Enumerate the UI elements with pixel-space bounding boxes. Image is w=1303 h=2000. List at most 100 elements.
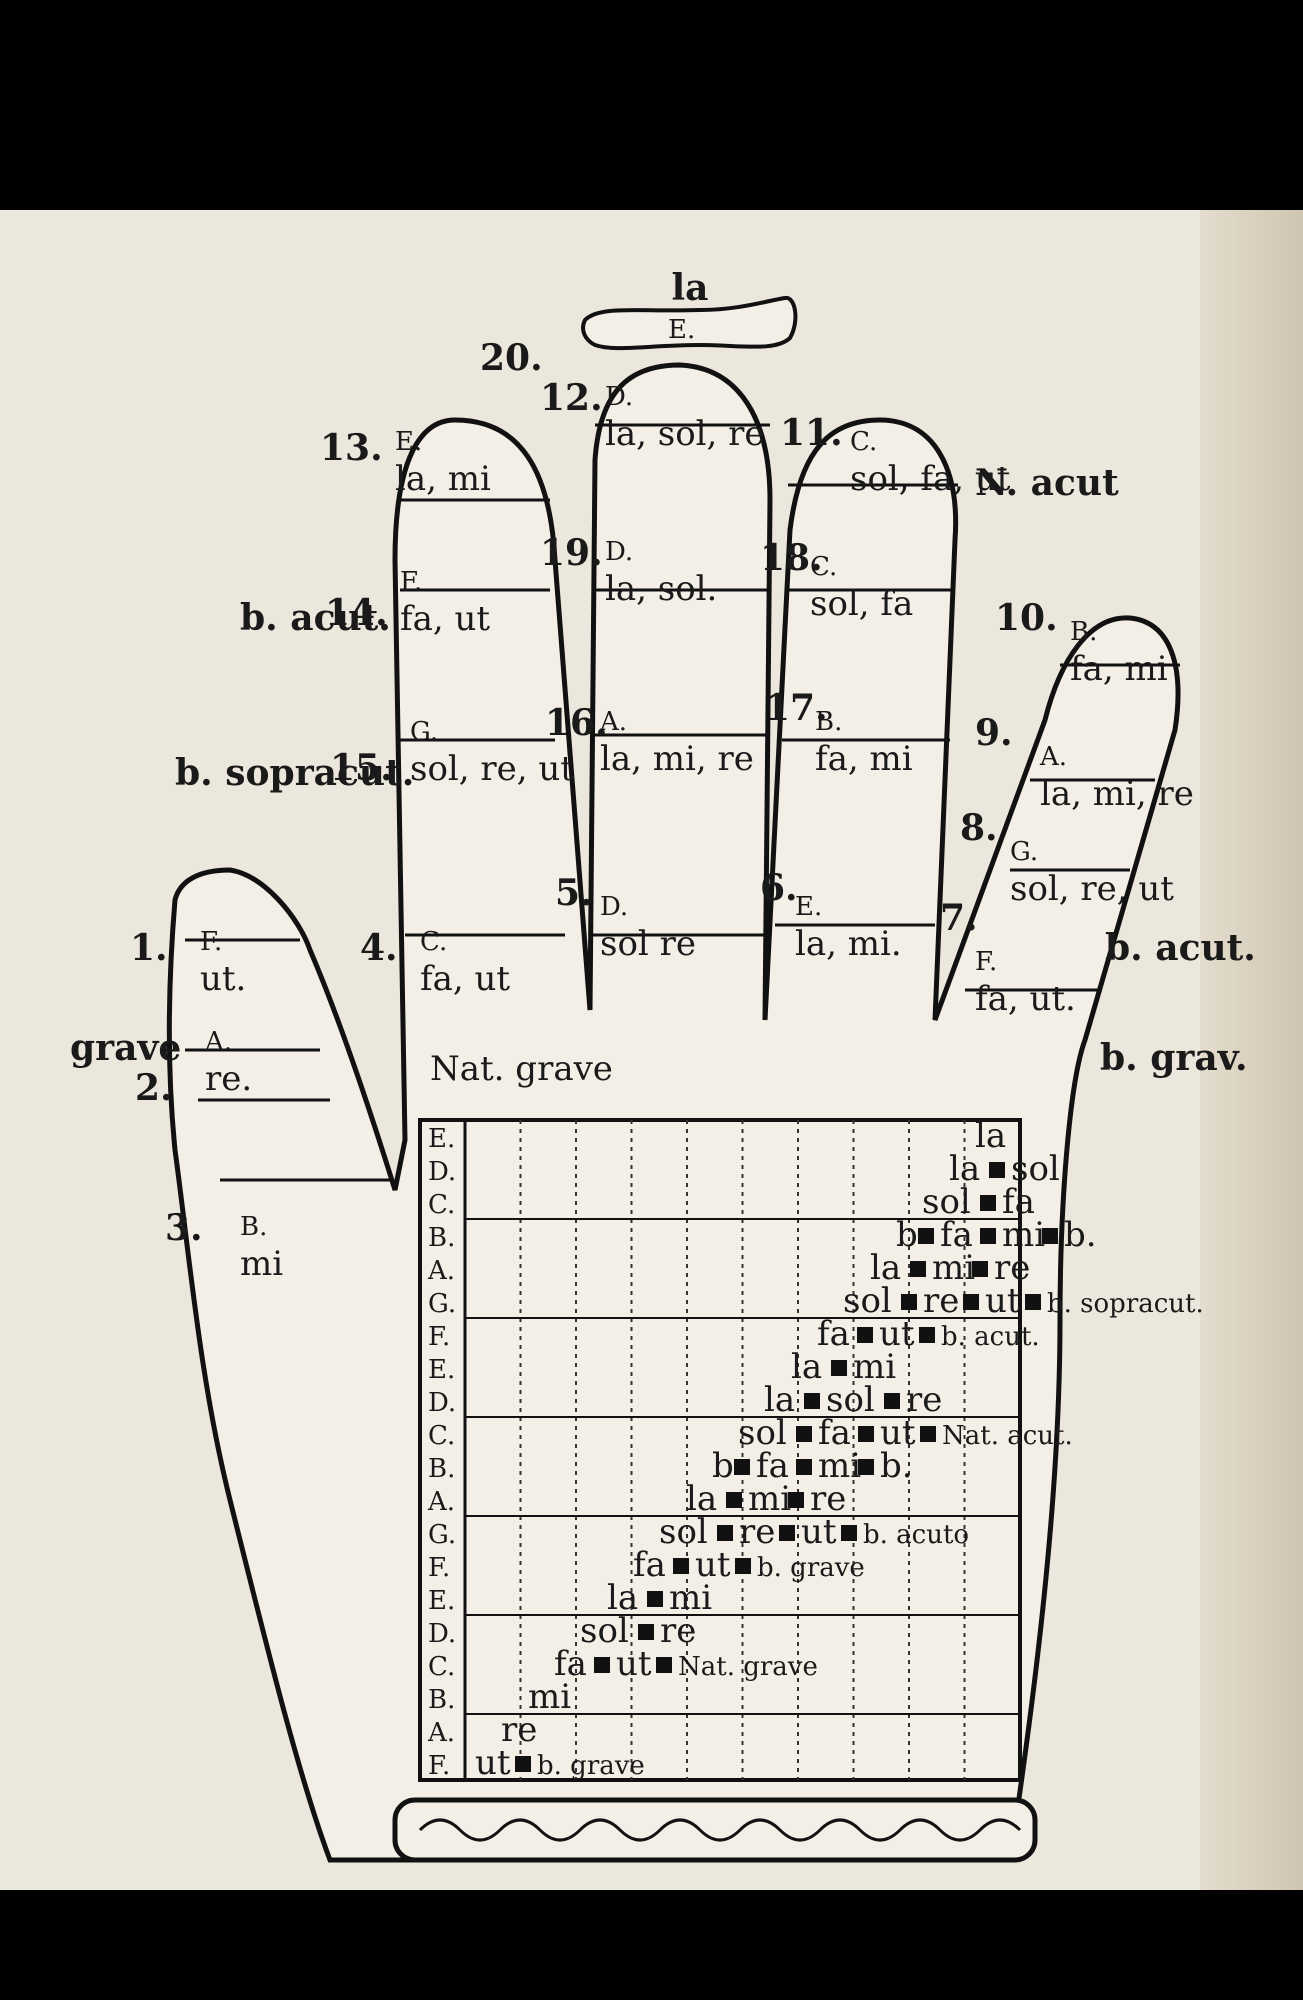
finger-number-index-14: 14. — [325, 592, 388, 634]
table-square — [910, 1261, 926, 1277]
table-syllable: fa — [1002, 1182, 1035, 1222]
table-square — [796, 1459, 812, 1475]
finger-syllables-middle-19: la, sol. — [605, 569, 717, 609]
table-square — [796, 1426, 812, 1442]
table-square — [989, 1162, 1005, 1178]
finger-number-index-13: 13. — [320, 427, 383, 469]
table-square — [734, 1459, 750, 1475]
base-ornament — [392, 1797, 1038, 1863]
table-letter: F. — [428, 1751, 450, 1781]
finger-syllables-ring-17: fa, mi — [815, 739, 913, 779]
table-letter: E. — [428, 1124, 455, 1154]
finger-joint-lines — [185, 423, 1180, 1182]
finger-syllables-little-9: la, mi, re — [1040, 774, 1194, 814]
table-letter: C. — [428, 1421, 455, 1451]
table-syllable: mi — [669, 1578, 712, 1618]
table-letter: B. — [428, 1454, 455, 1484]
finger-syllables-index-4: fa, ut — [420, 959, 510, 999]
finger-syllables-index-13: la, mi — [395, 459, 491, 499]
table-letter: E. — [428, 1355, 455, 1385]
table-letter: G. — [428, 1520, 456, 1550]
table-letter: A. — [427, 1718, 455, 1748]
finger-note-little-8: G. — [1010, 837, 1038, 867]
table-syllable: ut — [801, 1512, 837, 1552]
table-letter: D. — [428, 1157, 456, 1187]
finger-note-ring-17: B. — [815, 707, 842, 737]
table-syllable: la — [607, 1578, 638, 1618]
finger-note-index-15: G. — [410, 717, 438, 747]
table-square — [972, 1261, 988, 1277]
table-syllable: ut — [985, 1281, 1021, 1321]
table-syllable: b. grave — [757, 1553, 865, 1583]
table-syllable: re — [994, 1248, 1030, 1288]
table-letter: A. — [427, 1256, 455, 1286]
table-syllable: b — [712, 1446, 734, 1486]
table-syllable: sol — [738, 1413, 787, 1453]
table-syllable: re — [501, 1710, 537, 1750]
palm-table: E.D.C.B.A.G.F.E.D.C.B.A.G.F.E.D.C.B.A.F.… — [418, 1116, 1204, 1783]
finger-number-little-9: 9. — [975, 712, 1013, 754]
table-syllable: b. grave — [537, 1751, 645, 1781]
table-square — [1042, 1228, 1058, 1244]
finger-note-thumb-2: A. — [204, 1027, 232, 1057]
table-syllable: fa — [818, 1413, 851, 1453]
table-syllable: ut — [695, 1545, 731, 1585]
table-syllable: la — [870, 1248, 901, 1288]
table-syllable: la — [686, 1479, 717, 1519]
finger-note-ring-18: C. — [810, 552, 837, 582]
finger-number-index-4: 4. — [360, 927, 398, 969]
table-square — [673, 1558, 689, 1574]
table-letter: D. — [428, 1619, 456, 1649]
table-square — [515, 1756, 531, 1772]
table-square — [920, 1426, 936, 1442]
table-letter: G. — [428, 1289, 456, 1319]
table-square — [779, 1525, 795, 1541]
finger-note-ring-11: C. — [850, 427, 877, 457]
finger-note-little-9: A. — [1039, 742, 1067, 772]
finger-number-ring-6: 6. — [760, 867, 798, 909]
finger-number-middle-16: 16. — [545, 702, 608, 744]
table-syllable: ut — [616, 1644, 652, 1684]
table-syllable: mi — [1002, 1215, 1045, 1255]
label-b-sopracut: b. sopracut. — [175, 752, 414, 794]
finger-note-middle-19: D. — [605, 537, 633, 567]
finger-number-middle-5: 5. — [555, 872, 593, 914]
table-syllable: ut — [475, 1743, 511, 1783]
table-letter: C. — [428, 1652, 455, 1682]
table-letter: B. — [428, 1223, 455, 1253]
finger-note-thumb-3: B. — [240, 1212, 267, 1242]
table-syllable: re — [739, 1512, 775, 1552]
finger-number-thumb-2: 2. — [135, 1067, 173, 1109]
finger-syllables-ring-11: sol, fa, ut — [850, 459, 1011, 499]
table-letter: F. — [428, 1553, 450, 1583]
table-syllable: fa — [940, 1215, 973, 1255]
table-syllable: la — [791, 1347, 822, 1387]
finger-number-ring-18: 18. — [760, 537, 823, 579]
finger-syllables-thumb-3: mi — [240, 1244, 283, 1284]
finger-labels: F.ut.1.A.re.2.B.mi3.C.fa, ut4.G.sol, re,… — [130, 377, 1194, 1284]
table-syllable: sol — [580, 1611, 629, 1651]
table-syllable: re — [923, 1281, 959, 1321]
table-letter: A. — [427, 1487, 455, 1517]
table-syllable: la — [975, 1116, 1006, 1156]
table-square — [735, 1558, 751, 1574]
table-square — [901, 1294, 917, 1310]
table-square — [726, 1492, 742, 1508]
table-syllable: mi — [818, 1446, 861, 1486]
table-letter: C. — [428, 1190, 455, 1220]
table-syllable: re — [906, 1380, 942, 1420]
table-syllable: ut — [879, 1314, 915, 1354]
finger-syllables-middle-12: la, sol, re — [605, 414, 765, 454]
finger-syllables-index-15: sol, re, ut — [410, 749, 574, 789]
table-syllable: sol — [922, 1182, 971, 1222]
finger-syllables-little-7: fa, ut. — [975, 979, 1076, 1019]
table-letter: D. — [428, 1388, 456, 1418]
scroll-note: E. — [668, 315, 695, 345]
table-syllable: fa — [554, 1644, 587, 1684]
finger-note-little-7: F. — [975, 947, 997, 977]
finger-note-index-4: C. — [420, 927, 447, 957]
finger-note-index-13: E. — [395, 427, 422, 457]
finger-number-little-7: 7. — [940, 897, 978, 939]
finger-note-ring-6: E. — [795, 892, 822, 922]
scroll-top-label: la — [671, 267, 708, 309]
